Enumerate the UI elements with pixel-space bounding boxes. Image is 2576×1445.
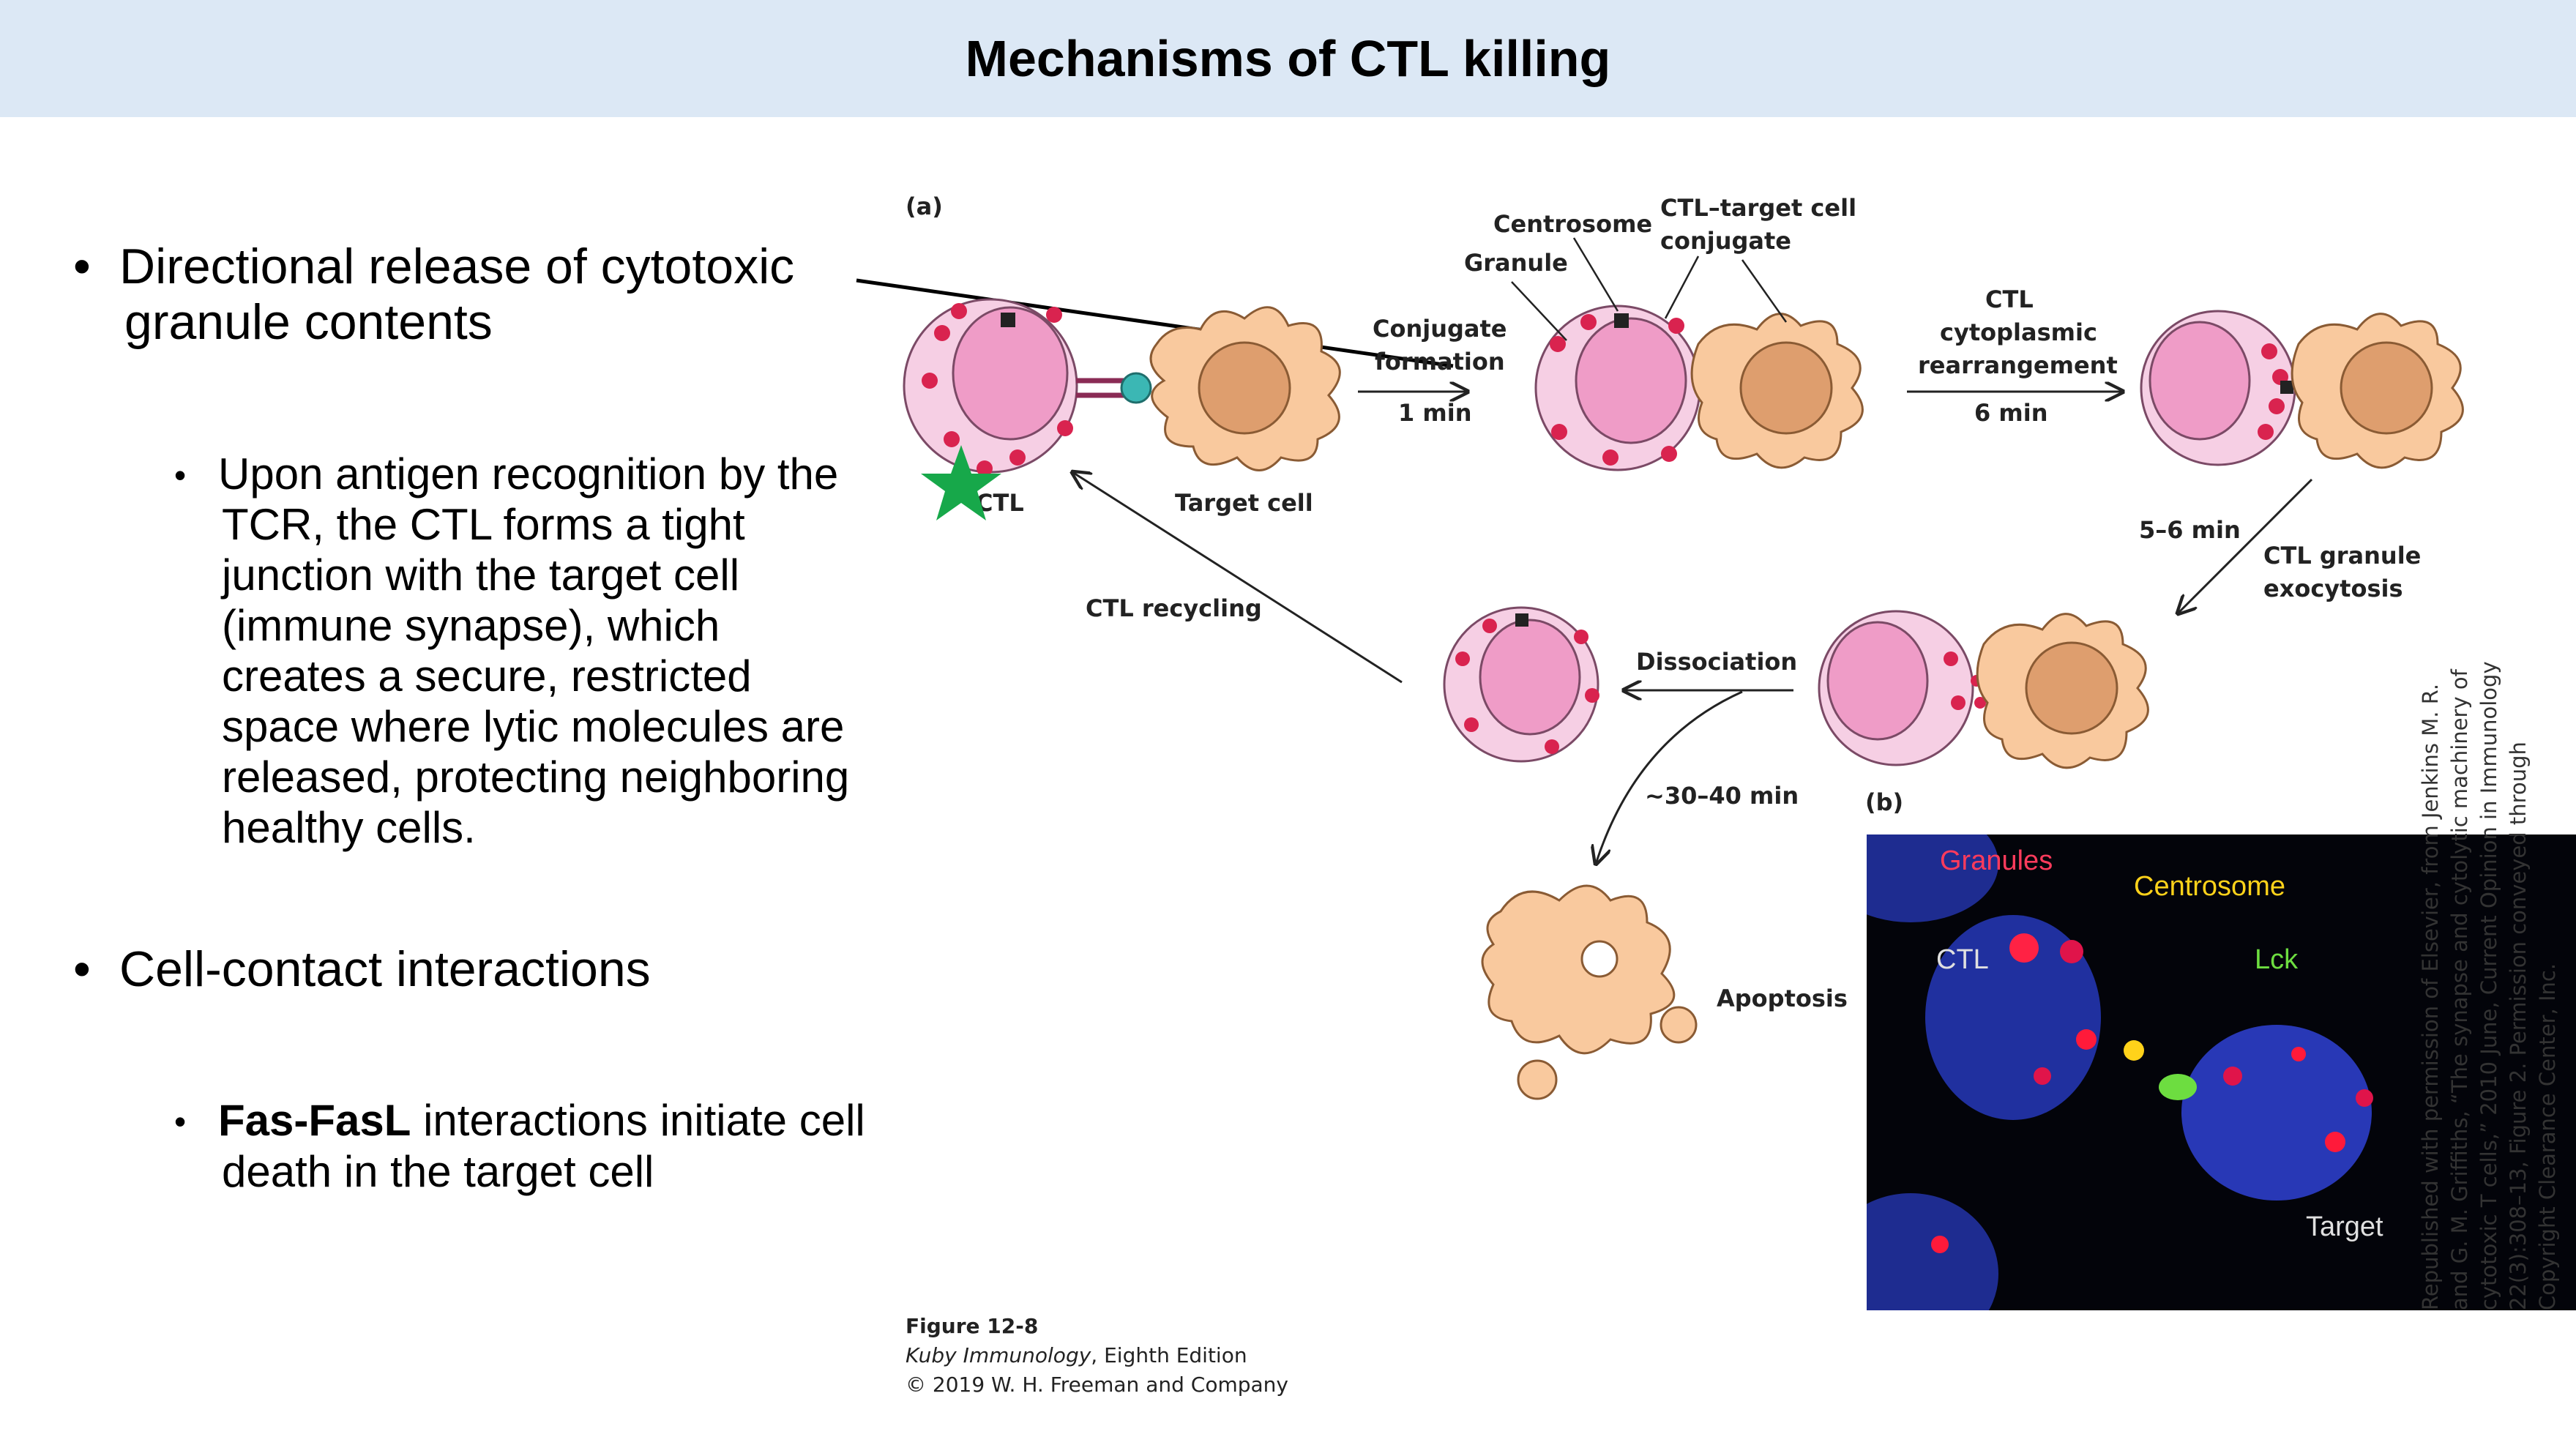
time-1min: 1 min xyxy=(1398,399,1472,427)
sub-bullet-1-line: released, protecting neighboring xyxy=(222,753,850,802)
credit-line: cytotoxic T cells,” 2010 June, Current O… xyxy=(2476,661,2501,1310)
sub-bullet-1-line: TCR, the CTL forms a tight xyxy=(222,500,745,549)
title-bar: Mechanisms of CTL killing xyxy=(0,0,2576,117)
credit-line: and G. M. Griffiths, “The synapse and cy… xyxy=(2447,669,2472,1310)
sub-bullet-1-line: healthy cells. xyxy=(222,803,476,852)
centrosome-label: Centrosome xyxy=(1493,210,1652,238)
exocytosis-label-2: exocytosis xyxy=(2263,575,2403,602)
free-ctl-stage5 xyxy=(1443,606,1599,763)
sub-bullet-1-line: Upon antigen recognition by the xyxy=(218,449,839,499)
time-5-6min: 5–6 min xyxy=(2139,516,2241,544)
micro-lck-label: Lck xyxy=(2255,944,2299,975)
granule-label: Granule xyxy=(1464,249,1568,277)
ctl-cytoplasmic-label-2: cytoplasmic xyxy=(1940,318,2097,346)
conjugate-stage2 xyxy=(1534,305,1864,471)
pointer-line xyxy=(856,278,1454,368)
sub-bullet-1-line: creates a secure, restricted xyxy=(222,651,752,701)
ctl-cell-stage1 xyxy=(903,298,1078,477)
target-cell-label: Target cell xyxy=(1175,489,1313,517)
credit-line: Copyright Clearance Center, Inc. xyxy=(2535,963,2560,1310)
conjugate-label-1: CTL–target cell xyxy=(1660,194,1856,222)
conjugate-label-2: conjugate xyxy=(1660,227,1791,255)
slide-title: Mechanisms of CTL killing xyxy=(965,30,1611,87)
book-title: Kuby Immunology xyxy=(906,1343,1091,1367)
sub-bullet-2-line1: Fas-FasL interactions initiate cell xyxy=(218,1095,865,1146)
tcr-receptor xyxy=(1076,372,1152,404)
bullet-1-line1: Directional release of cytotoxic xyxy=(119,239,795,294)
micro-cells xyxy=(1867,834,2373,1310)
conjugate-formation-label-1: Conjugate xyxy=(1373,315,1507,343)
sub-bullet-1-line: space where lytic molecules are xyxy=(222,702,845,751)
sub-bullet-dot: • xyxy=(174,1102,187,1140)
ctl-label: CTL xyxy=(976,489,1024,517)
polarized-conjugate-stage3 xyxy=(2140,310,2464,469)
exocytosis-conjugate-stage4 xyxy=(1818,610,2149,769)
sub-bullet-1-line: (immune synapse), which xyxy=(222,601,720,650)
star-icon xyxy=(921,445,1001,520)
apoptotic-cell xyxy=(1481,884,1698,1100)
micro-granules-label: Granules xyxy=(1940,845,2053,876)
target-cell-stage1 xyxy=(1149,306,1341,471)
time-6min: 6 min xyxy=(1974,399,2048,427)
dissociation-label: Dissociation xyxy=(1636,648,1797,676)
bullet-2: Cell-contact interactions xyxy=(119,941,651,997)
bullet-1-line2: granule contents xyxy=(124,294,493,350)
panel-b-label: (b) xyxy=(1865,788,1903,816)
sub-bullet-2-rest: interactions initiate cell xyxy=(411,1096,865,1145)
microscopy-image: Granules Centrosome CTL Lck Target xyxy=(1867,834,2576,1310)
ctl-recycling-label: CTL recycling xyxy=(1086,594,1262,622)
exocytosis-label-1: CTL granule xyxy=(2263,542,2421,570)
micro-target-label: Target xyxy=(2306,1211,2383,1242)
credit-line: 22(3):308–13, Figure 2. Permission conve… xyxy=(2506,742,2531,1310)
credit-line: Republished with permission of Elsevier,… xyxy=(2418,683,2443,1310)
book-edition: , Eighth Edition xyxy=(1091,1343,1247,1367)
sub-bullet-1-line: junction with the target cell xyxy=(222,550,740,600)
ctl-cytoplasmic-label-1: CTL xyxy=(1985,285,2034,313)
bullet-dot: • xyxy=(73,239,91,294)
ctl-cytoplasmic-label-3: rearrangement xyxy=(1918,351,2118,379)
apoptosis-label: Apoptosis xyxy=(1717,985,1848,1012)
conjugate-formation-label-2: formation xyxy=(1375,348,1505,376)
micro-centrosome-label: Centrosome xyxy=(2134,871,2285,902)
figure-number: Figure 12-8 xyxy=(906,1314,1039,1338)
time-30-40min: ~30–40 min xyxy=(1645,782,1799,810)
bullet-dot: • xyxy=(73,941,91,997)
sub-bullet-2-line2: death in the target cell xyxy=(222,1147,654,1196)
sub-bullet-dot: • xyxy=(174,456,187,494)
panel-a-label: (a) xyxy=(906,193,943,220)
permission-credit: Republished with permission of Elsevier,… xyxy=(2416,661,2562,1310)
figure-caption: Figure 12-8 Kuby Immunology, Eighth Edit… xyxy=(906,1312,1288,1400)
fas-fasl-bold: Fas-FasL xyxy=(218,1096,411,1145)
copyright-line: © 2019 W. H. Freeman and Company xyxy=(906,1373,1288,1397)
micro-ctl-label: CTL xyxy=(1936,944,1989,975)
